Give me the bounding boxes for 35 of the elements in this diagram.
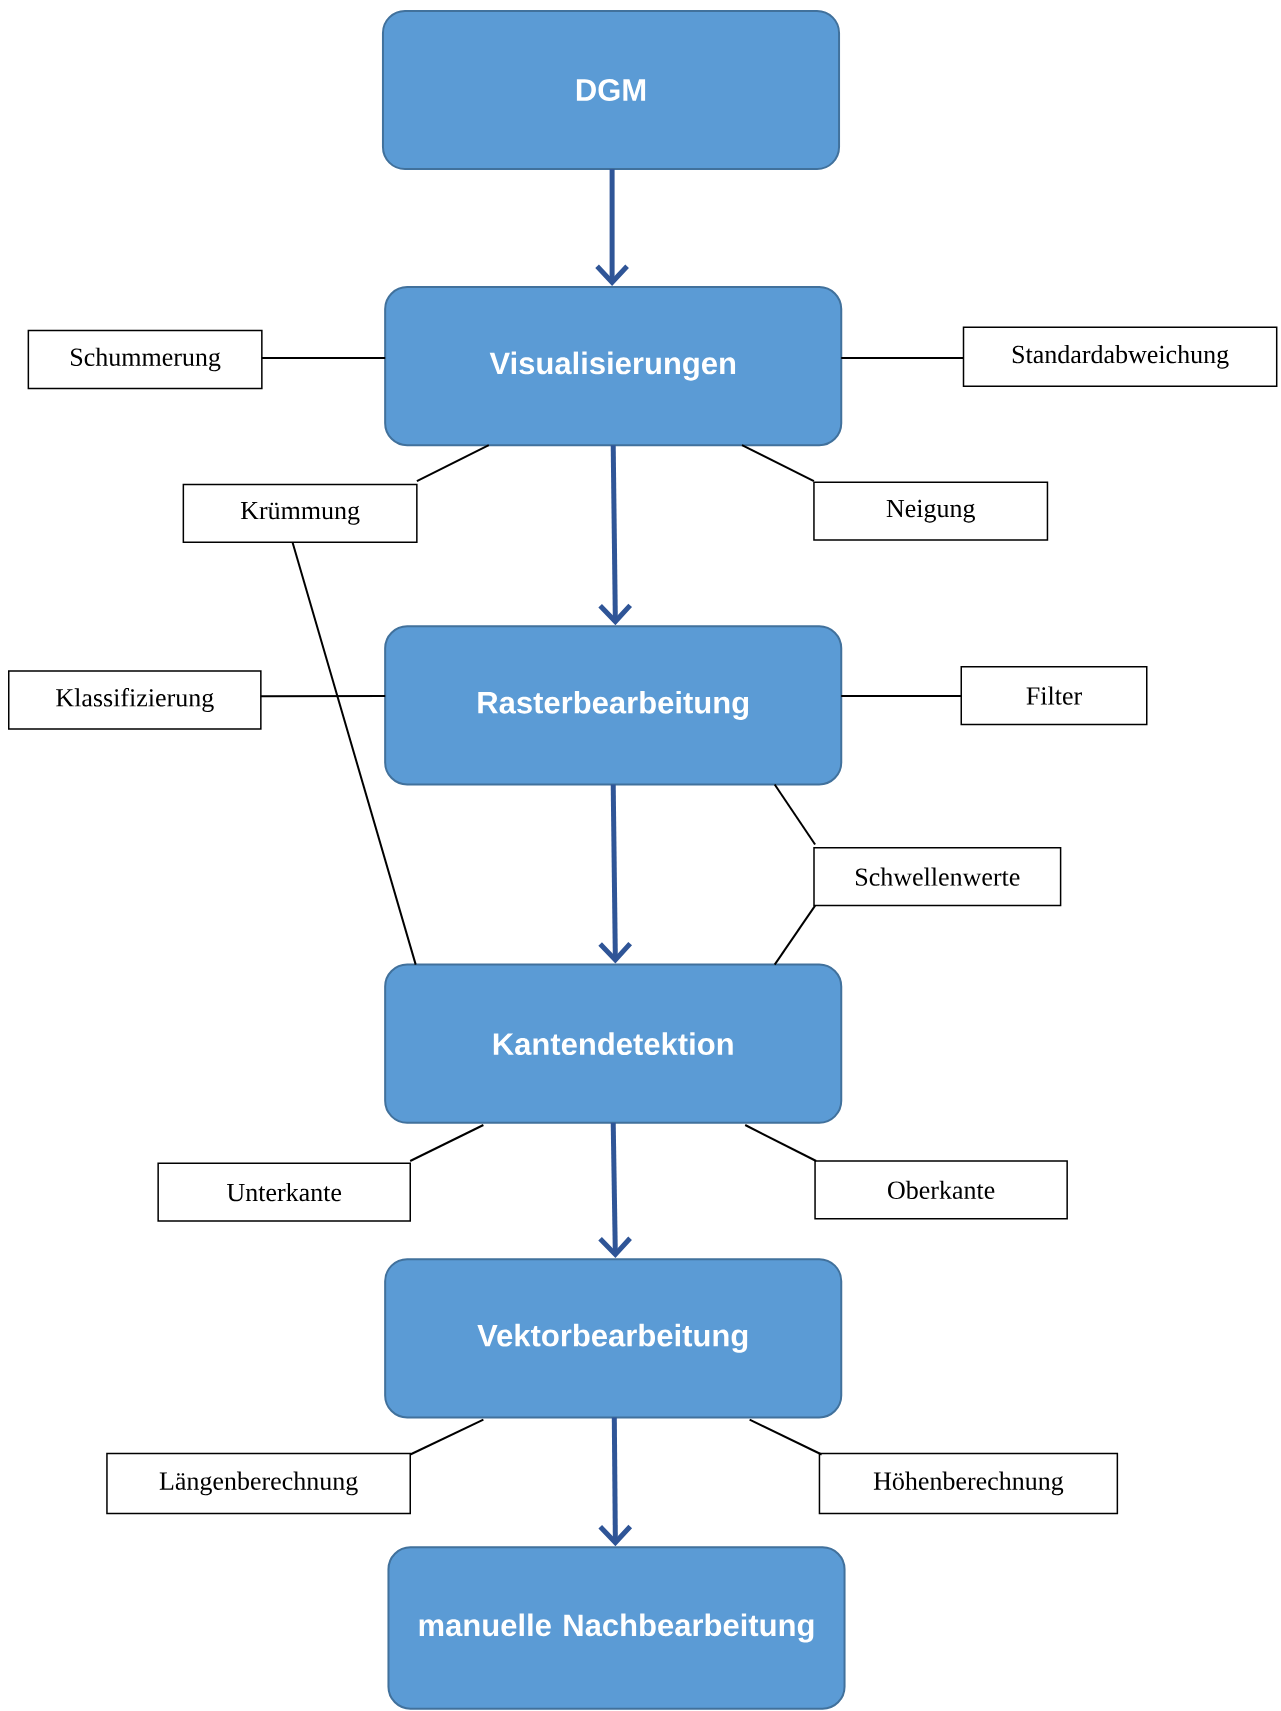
label-box: Standardabweichung [962,326,1278,387]
arrow [598,784,632,964]
label-box: Höhenberechnung [818,1452,1119,1515]
label-box: Filter [960,665,1148,726]
process-box: Vektorbearbeitung [384,1258,843,1419]
arrow [598,1417,633,1547]
process-box: manuelle Nachbearbeitung [387,1546,846,1710]
process-box: Visualisierungen [384,286,843,447]
connector-line [409,1124,485,1162]
connector-line [773,904,817,966]
label-box: Klassifizierung [8,670,262,730]
arrow [598,445,632,626]
connector-line [260,356,387,359]
connector-line [415,444,490,483]
label-box: Unterkante [157,1162,411,1222]
connector-line [840,356,965,359]
label-box: Längenberechnung [106,1452,411,1515]
label-box: Krümmung [182,483,418,544]
connector-line [259,695,387,698]
connector-line [741,444,815,483]
connector-line [744,1124,818,1162]
process-box: Kantendetektion [384,963,843,1124]
connector-line [748,1418,823,1456]
arrow [595,169,629,286]
arrow [598,1122,632,1259]
connector-line [409,1418,485,1456]
label-box: Neigung [813,481,1049,541]
label-box: Schummerung [27,329,263,390]
connector-line [840,695,963,698]
connector-line [291,541,417,966]
process-box: DGM [381,9,841,171]
label-box: Schwellenwerte [813,847,1062,907]
process-box: Rasterbearbeitung [384,625,843,786]
label-box: Oberkante [814,1160,1068,1220]
connector-line [773,783,817,846]
